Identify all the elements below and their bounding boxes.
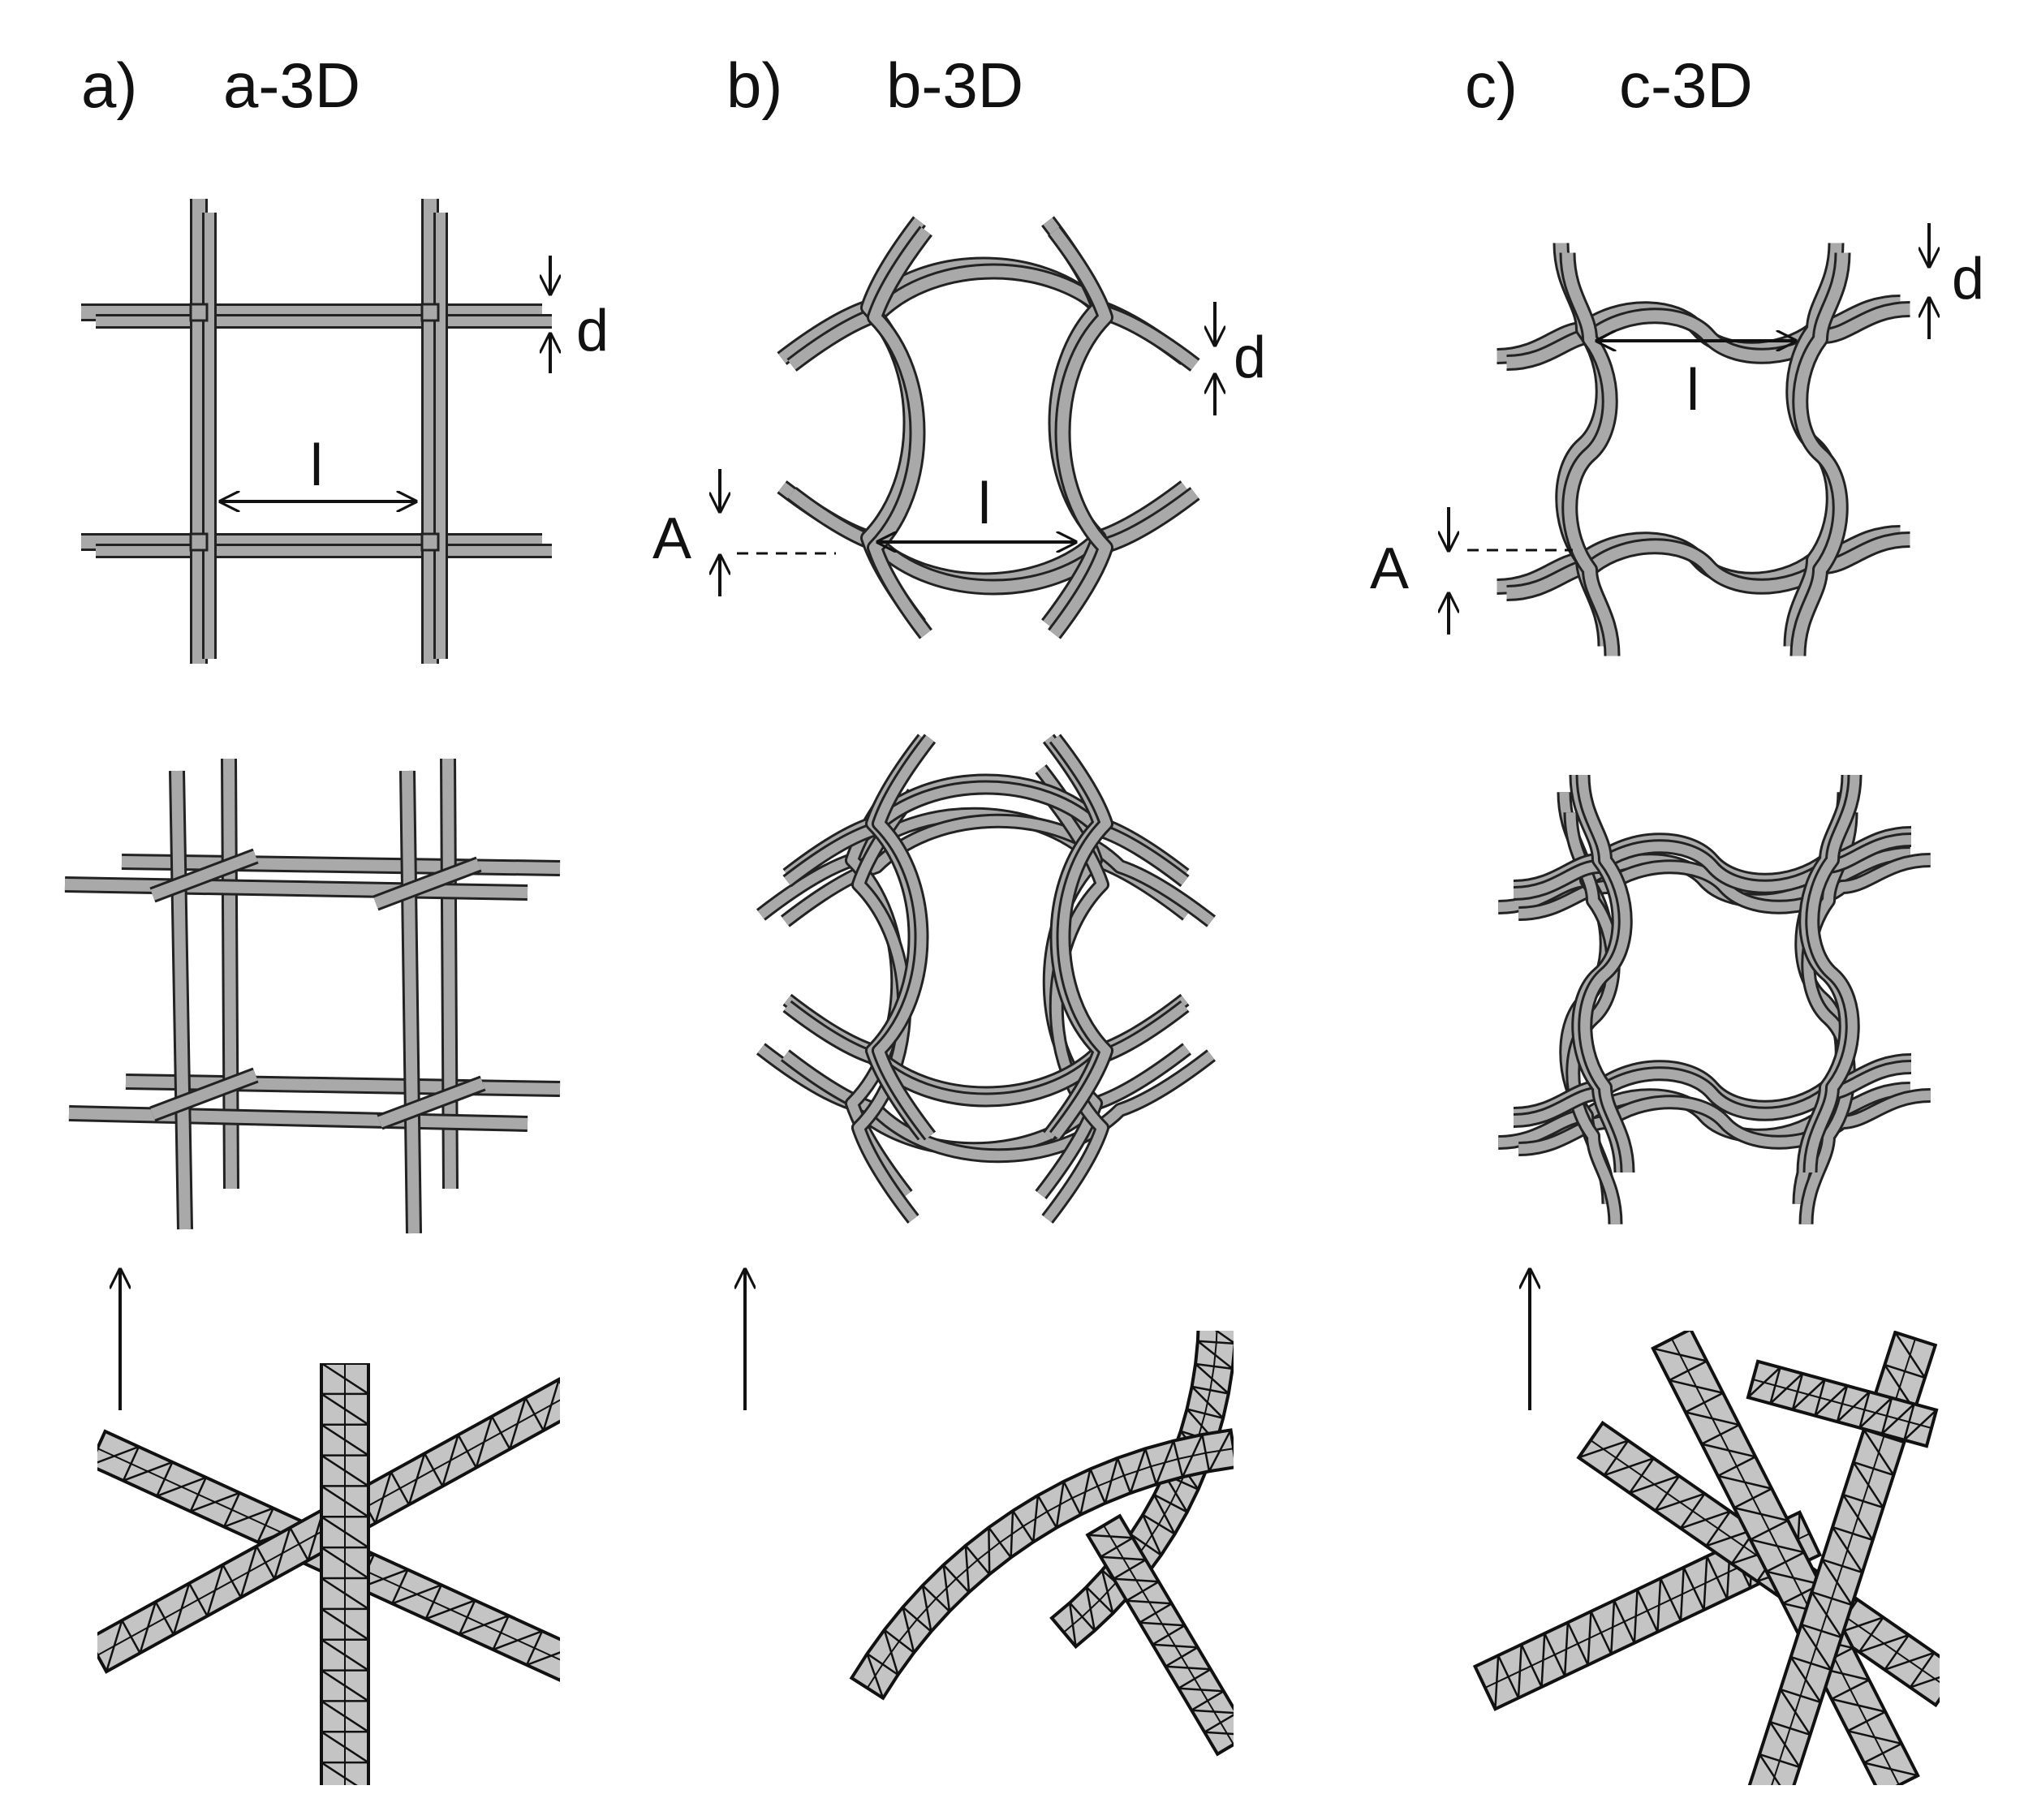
panel-b-header: b) b-3D [726,49,1023,121]
node-joint [420,303,440,322]
panel-a-letter: a) [81,49,137,121]
panel-a-dimensions: d l [221,256,609,501]
panel-a-title: a-3D [223,49,360,121]
panel-c-title: c-3D [1619,49,1753,121]
panel-c-top-view [1497,243,1910,656]
curved-strut [780,813,1217,927]
curved-strut [1513,1060,1912,1128]
curved-strut [1559,252,1621,656]
mesh-beam [1747,1331,1938,1785]
curved-strut [1513,833,1912,901]
curved-strut [780,1049,1217,1164]
mesh-beam-curved [849,1428,1234,1701]
mesh-beam [1746,1359,1939,1448]
thickness-label-a: d [576,299,609,364]
node-connector [149,1067,259,1122]
node-joint [189,532,209,552]
panel-b-dimensions: d l A [652,302,1266,596]
front-horizontal-strut [68,1105,528,1132]
curved-strut [1049,734,1113,1141]
curved-strut [1563,812,1623,1224]
curved-strut [1506,531,1910,601]
length-label-c: l [1686,358,1699,423]
thickness-label-c: d [1952,247,1984,312]
panel-c-mesh-zoom [1472,1331,1940,1785]
panel-c-dimensions: d l A [1370,223,1984,635]
front-vertical-strut [169,770,193,1230]
thickness-label-b: d [1234,325,1266,390]
amplitude-label-c: A [1370,536,1409,601]
panel-c-letter: c) [1465,49,1518,121]
front-vertical-strut [399,770,422,1234]
curved-strut [1798,812,1858,1224]
curved-strut [1048,226,1113,639]
panel-b-mesh-zoom [843,1221,1319,1757]
panel-b-perspective-view [756,734,1217,1224]
panel-b-letter: b) [726,49,782,121]
curved-strut [1575,774,1635,1173]
panel-b-top-view [777,216,1200,639]
mesh-beam-curved [843,1221,1319,1319]
curved-strut [786,263,1200,372]
curved-strut [1802,774,1863,1173]
panel-c-header: c) c-3D [1465,49,1753,121]
curved-strut [786,487,1200,596]
curved-strut [867,226,932,639]
length-label-b: l [978,471,991,536]
amplitude-label-b: A [652,506,691,571]
panel-a-header: a) a-3D [81,49,360,121]
node-connector [377,1075,486,1130]
mesh-beam-vertical [320,1363,370,1785]
front-horizontal-strut [64,876,528,901]
curved-strut [1789,252,1851,656]
panel-a-mesh-zoom [97,1363,560,1785]
node-connector [149,848,259,903]
panel-a-top-view [81,199,552,664]
curved-strut [782,780,1190,888]
mesh-beam-curved [1085,1513,1234,1757]
node-connector [373,856,482,911]
node-joint [189,303,209,322]
back-horizontal-strut [121,854,561,876]
length-label-a: l [310,433,323,498]
panel-b-title: b-3D [886,49,1023,121]
curved-strut [872,734,937,1141]
panel-a-perspective-view [64,758,561,1234]
back-horizontal-strut [125,1073,561,1097]
node-joint [420,532,440,552]
curved-strut [782,1000,1190,1108]
panel-c-perspective-view [1497,774,1931,1224]
